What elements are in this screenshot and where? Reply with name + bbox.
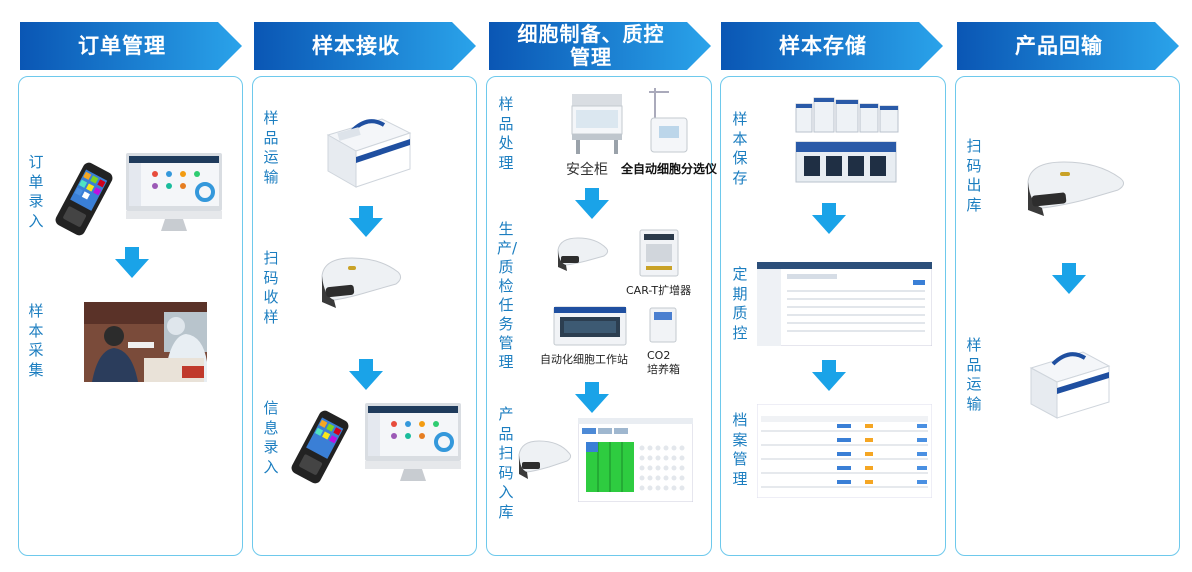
- computer-monitor-icon: [126, 153, 222, 231]
- handheld-terminal-icon: [55, 162, 113, 236]
- qc-software-screenshot: [757, 262, 932, 346]
- step-label: 样品运输: [966, 336, 982, 413]
- chevron-arrow-shape: [20, 22, 242, 70]
- step-label: 扫码收样: [263, 249, 279, 326]
- step-label: 档案管理: [732, 411, 748, 488]
- stage-header-storage: 样本存储: [721, 22, 943, 70]
- equipment-caption: 安全柜: [566, 162, 608, 178]
- sample-collection-photo: [84, 302, 207, 382]
- stage-header-order: 订单管理: [20, 22, 242, 70]
- stage-title: 订单管理: [78, 34, 166, 58]
- transport-box-icon: [326, 118, 412, 188]
- flow-arrow-down-icon: [115, 247, 149, 278]
- flow-arrow-down-icon: [349, 359, 383, 390]
- flow-arrow-down-icon: [812, 203, 846, 234]
- storage-freezer-icon: [795, 97, 899, 183]
- co2-incubator-icon: [649, 307, 677, 343]
- step-label: 扫码出库: [966, 137, 982, 214]
- barcode-scanner-icon: [557, 237, 609, 271]
- step-label: 样品处理: [498, 95, 514, 172]
- biosafety-cabinet-icon: [571, 94, 623, 154]
- flow-arrow-down-icon: [575, 188, 609, 219]
- barcode-scanner-icon: [518, 440, 572, 479]
- chevron-arrow-shape: [721, 22, 943, 70]
- stage-title: 细胞制备、质控管理: [517, 22, 665, 69]
- stage-title: 产品回输: [1015, 34, 1103, 58]
- barcode-scanner-icon: [1027, 161, 1124, 216]
- step-label: 信息录入: [263, 399, 279, 476]
- archive-software-screenshot: [757, 404, 932, 498]
- stage-header-return: 产品回输: [957, 22, 1179, 70]
- step-label: 定期质控: [732, 265, 748, 342]
- equipment-caption: CO2 培养箱: [647, 349, 680, 376]
- stage-title: 样本存储: [779, 34, 867, 58]
- stage-title: 样本接收: [312, 34, 400, 58]
- flow-arrow-down-icon: [812, 360, 846, 391]
- step-label: 样本采集: [28, 302, 44, 379]
- equipment-caption: CAR-T扩增器: [626, 284, 692, 297]
- flow-arrow-down-icon: [1052, 263, 1086, 294]
- equipment-caption: 自动化细胞工作站: [540, 353, 628, 366]
- step-label: 订单录入: [28, 153, 44, 230]
- cell-workstation-icon: [553, 306, 627, 346]
- inventory-software-screenshot: [578, 418, 693, 502]
- step-label: 产品扫码入库: [498, 405, 514, 521]
- flow-arrow-down-icon: [349, 206, 383, 237]
- computer-monitor-icon: [365, 403, 461, 481]
- chevron-arrow-shape: [254, 22, 476, 70]
- flow-arrow-down-icon: [575, 382, 609, 413]
- cell-sorter-icon: [649, 88, 688, 153]
- barcode-scanner-icon: [321, 257, 402, 308]
- stage-header-receive: 样本接收: [254, 22, 476, 70]
- step-label: 样品运输: [263, 109, 279, 186]
- step-label: 生产/质检任务管理: [497, 220, 518, 371]
- column-return: [955, 76, 1180, 556]
- equipment-caption: 全自动细胞分选仪: [621, 162, 718, 176]
- chevron-arrow-shape: [957, 22, 1179, 70]
- car-t-amplifier-icon: [639, 229, 679, 277]
- step-label: 样本保存: [732, 110, 748, 187]
- stage-header-prep: 细胞制备、质控管理: [489, 22, 711, 70]
- chevron-arrow-shape: [489, 22, 711, 70]
- handheld-terminal-icon: [291, 410, 349, 484]
- transport-box-icon: [1029, 351, 1111, 419]
